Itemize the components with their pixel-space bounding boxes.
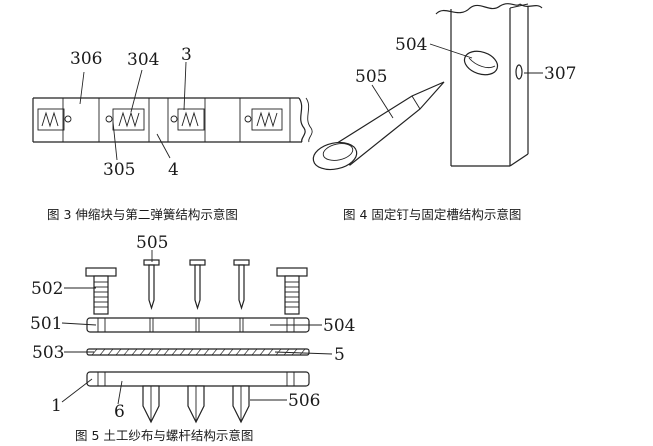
spring-cell-2 (105, 108, 145, 131)
fixing-nail-505 (312, 81, 445, 171)
figure-3: 306 304 3 305 4 图 3 伸缩块与第二弹簧结构示意图 (32, 45, 313, 222)
bolt-502-right (276, 267, 308, 315)
figure-3-caption: 图 3 伸缩块与第二弹簧结构示意图 (47, 207, 238, 222)
label-5: 5 (334, 345, 345, 365)
label-306: 306 (70, 49, 102, 69)
label-4: 4 (168, 160, 179, 180)
spike-506-2 (187, 385, 205, 424)
figure-4: 504 505 307 图 4 固定钉与固定槽结构示意图 (312, 3, 576, 222)
spike-506-3 (232, 385, 250, 424)
bottom-plate-1 (86, 371, 310, 387)
spring-cell-1 (37, 108, 72, 131)
figure-5-caption: 图 5 土工纱布与螺杆结构示意图 (75, 428, 253, 443)
label-1: 1 (51, 396, 62, 416)
fixing-groove-504 (463, 50, 499, 76)
spring-cell-3 (170, 108, 205, 131)
label-6: 6 (114, 402, 125, 422)
nail-505-3 (233, 259, 250, 311)
figure-5: 505 502 501 504 503 5 1 6 506 图 5 土工纱布与螺… (30, 233, 355, 443)
side-slot-307 (515, 64, 523, 80)
spring-cell-4 (244, 108, 283, 131)
label-505-fig4: 505 (355, 67, 387, 87)
label-505-fig5: 505 (136, 233, 168, 253)
figure-4-caption: 图 4 固定钉与固定槽结构示意图 (343, 207, 521, 222)
nail-505-1 (143, 259, 160, 311)
spike-506-1 (142, 385, 160, 424)
label-3: 3 (181, 45, 192, 65)
fixing-post (435, 3, 543, 167)
bolt-502-left (85, 267, 117, 315)
label-305: 305 (103, 160, 135, 180)
label-506: 506 (288, 391, 320, 411)
nail-505-2 (189, 259, 206, 311)
label-502: 502 (31, 279, 63, 299)
label-307: 307 (544, 64, 576, 84)
label-501: 501 (30, 314, 62, 334)
label-304: 304 (127, 50, 159, 70)
label-503: 503 (32, 343, 64, 363)
telescopic-strip (32, 97, 313, 143)
label-504-fig5: 504 (323, 316, 355, 336)
label-504-fig4: 504 (395, 35, 427, 55)
